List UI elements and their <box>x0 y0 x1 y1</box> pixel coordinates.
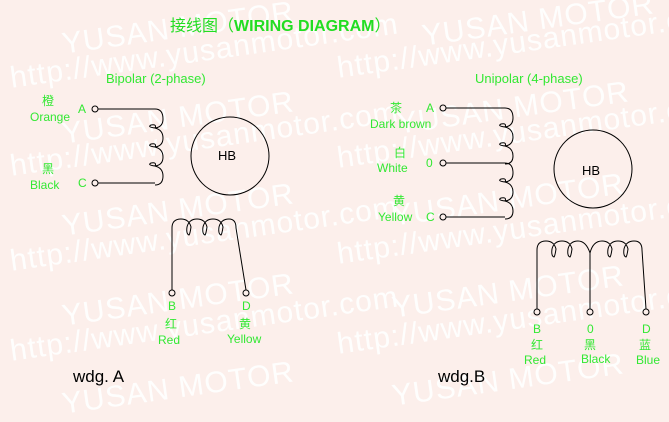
lead-b-color: Red <box>524 353 547 367</box>
lead-a-color: Dark brown <box>370 117 432 131</box>
lead-d-color: Yellow <box>227 332 262 346</box>
lead-0-cn: 白 <box>394 146 407 160</box>
title-cn: 接线图（ <box>170 18 235 35</box>
lead-a-cn: 茶 <box>390 101 403 115</box>
lead-a-cn: 橙 <box>42 94 55 108</box>
unipolar-rotor <box>553 129 633 209</box>
lead-d-terminal: D <box>242 299 251 313</box>
lead-0b-color: Black <box>581 352 611 366</box>
lead-0-terminal: 0 <box>426 156 433 170</box>
lead-c-cn: 黄 <box>393 194 406 208</box>
bipolar-heading: Bipolar (2-phase) <box>106 71 206 86</box>
lead-c-cn: 黑 <box>42 162 55 176</box>
title-close: ） <box>374 18 391 35</box>
bipolar-phase-a-winding <box>91 105 164 187</box>
wdg-b-caption: wdg.B <box>438 367 486 386</box>
lead-a-terminal: A <box>78 102 87 116</box>
lead-d-color: Blue <box>636 353 661 367</box>
lead-c-color: Yellow <box>378 210 413 224</box>
lead-0b-cn: 黑 <box>584 338 597 352</box>
lead-b-terminal: B <box>168 299 177 313</box>
lead-0-color: White <box>377 161 408 175</box>
bipolar-rotor <box>190 116 270 196</box>
lead-c-color: Black <box>30 178 60 192</box>
rotor-label: HB <box>218 148 237 163</box>
lead-d-terminal: D <box>642 322 651 336</box>
unipolar-phase-b-winding <box>533 240 650 316</box>
wdg-a-caption: wdg. A <box>73 367 125 386</box>
lead-b-color: Red <box>158 333 181 347</box>
diagram-title: 接线图（WIRING DIAGRAM） <box>170 12 390 36</box>
wiring-lines <box>91 104 650 316</box>
bipolar-phase-b-winding <box>168 218 250 297</box>
lead-b-terminal: B <box>533 322 542 336</box>
lead-d-cn: 黄 <box>239 317 252 331</box>
lead-b-cn: 红 <box>531 338 544 352</box>
lead-b-cn: 红 <box>165 317 178 331</box>
title-en: WIRING DIAGRAM <box>234 18 375 35</box>
lead-d-cn: 蓝 <box>639 338 652 352</box>
lead-a-color: Orange <box>30 110 71 124</box>
unipolar-phase-a-winding <box>439 104 514 221</box>
lead-a-terminal: A <box>426 101 435 115</box>
lead-c-terminal: C <box>78 176 87 190</box>
unipolar-heading: Unipolar (4-phase) <box>475 71 583 86</box>
lead-0b-terminal: 0 <box>587 322 594 336</box>
lead-c-terminal: C <box>426 210 435 224</box>
rotor-label: HB <box>582 163 601 178</box>
